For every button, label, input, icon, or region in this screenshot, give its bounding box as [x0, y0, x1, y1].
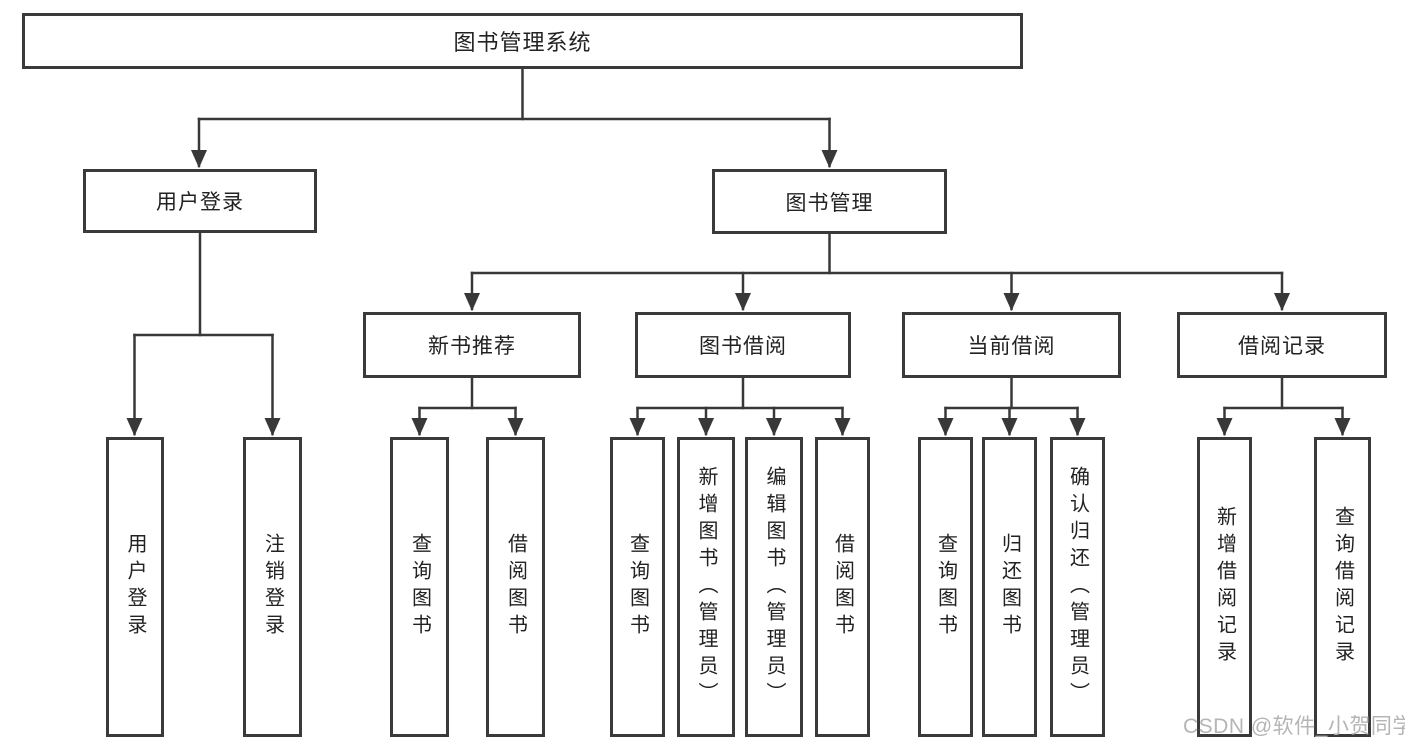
- leaf-query-books-recommend: 查询图书: [390, 437, 449, 737]
- leaf-add-borrow-record: 新增借阅记录: [1197, 437, 1252, 737]
- node-current-borrowing-label: 当前借阅: [967, 335, 1056, 358]
- leaf-edit-book-admin-label: 编辑图书（管理员）: [763, 465, 785, 709]
- connector-lines: [126, 67, 1351, 436]
- node-user-login-label: 用户登录: [156, 191, 244, 214]
- leaf-logout-label: 注销登录: [261, 533, 284, 641]
- leaf-borrow-books-borrowing-label: 借阅图书: [831, 533, 854, 641]
- leaf-confirm-return-admin: 确认归还（管理员）: [1050, 437, 1105, 737]
- node-book-management-label: 图书管理: [785, 191, 874, 215]
- leaf-return-books: 归还图书: [982, 437, 1037, 737]
- leaf-return-books-label: 归还图书: [998, 533, 1021, 641]
- node-borrowing-records-label: 借阅记录: [1238, 335, 1326, 358]
- node-book-borrowing: 图书借阅: [635, 312, 851, 378]
- node-new-book-recommendation: 新书推荐: [363, 312, 581, 378]
- leaf-logout: 注销登录: [243, 437, 302, 737]
- leaf-borrow-books-borrowing: 借阅图书: [815, 437, 870, 737]
- leaf-query-books-borrowing-label: 查询图书: [626, 533, 649, 641]
- leaf-confirm-return-admin-label: 确认归还（管理员）: [1066, 465, 1089, 709]
- leaf-query-borrow-record-label: 查询借阅记录: [1331, 506, 1354, 668]
- leaf-borrow-books-recommend: 借阅图书: [486, 437, 545, 737]
- leaf-query-books-recommend-label: 查询图书: [408, 533, 431, 641]
- leaf-add-book-admin-label: 新增图书（管理员）: [695, 465, 717, 709]
- node-current-borrowing: 当前借阅: [902, 312, 1121, 378]
- node-book-borrowing-label: 图书借阅: [699, 335, 787, 358]
- leaf-user-login-label: 用户登录: [124, 533, 146, 641]
- leaf-edit-book-admin: 编辑图书（管理员）: [745, 437, 803, 737]
- leaf-user-login: 用户登录: [106, 437, 164, 737]
- node-root: 图书管理系统: [22, 13, 1023, 69]
- node-book-management: 图书管理: [712, 169, 947, 234]
- node-borrowing-records: 借阅记录: [1177, 312, 1387, 378]
- leaf-add-borrow-record-label: 新增借阅记录: [1213, 506, 1236, 668]
- node-user-login: 用户登录: [83, 169, 317, 233]
- leaf-query-borrow-record: 查询借阅记录: [1314, 437, 1371, 737]
- leaf-query-books-borrowing: 查询图书: [610, 437, 665, 737]
- leaf-query-books-current-label: 查询图书: [934, 533, 957, 641]
- leaf-add-book-admin: 新增图书（管理员）: [677, 437, 735, 737]
- csdn-watermark: CSDN @软件_小贺同学: [1183, 715, 1405, 738]
- node-root-label: 图书管理系统: [453, 30, 592, 55]
- node-new-book-recommendation-label: 新书推荐: [428, 335, 516, 358]
- leaf-borrow-books-recommend-label: 借阅图书: [504, 533, 527, 641]
- leaf-query-books-current: 查询图书: [918, 437, 973, 737]
